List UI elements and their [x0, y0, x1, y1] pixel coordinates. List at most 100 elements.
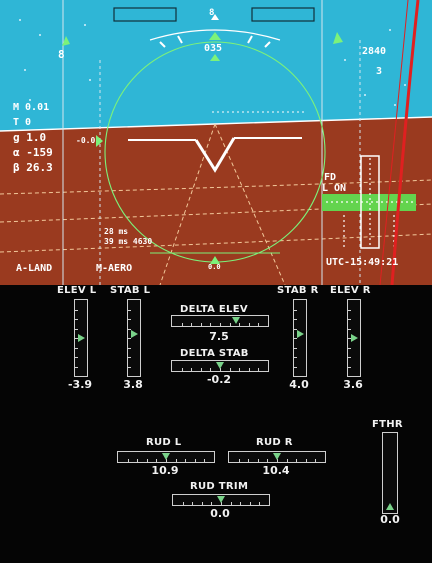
gauge-tick [127, 319, 131, 320]
gauge-tick [74, 367, 78, 368]
fthr-value: 0.0 [380, 513, 400, 526]
altitude-sub: 3 [376, 66, 383, 77]
gauge-tick [210, 368, 211, 372]
gauge-tick [347, 338, 351, 339]
altitude-top: 2840 [362, 46, 387, 57]
gauge-tick [211, 502, 212, 506]
gauge-tick [249, 323, 250, 327]
fd-bar [322, 194, 416, 211]
delta-elev-gauge [171, 315, 269, 327]
gauge-tick [250, 502, 251, 506]
rud-l-gauge [117, 451, 215, 463]
gauge-tick [239, 368, 240, 372]
gauge-tick [182, 323, 183, 327]
gauge-tick [74, 310, 78, 311]
gauge-tick [191, 323, 192, 327]
rud-r-gauge [228, 451, 326, 463]
fthr-gauge [382, 432, 398, 514]
gauge-tick [74, 338, 78, 339]
gauge-tick [258, 323, 259, 327]
gauge-tick [127, 329, 131, 330]
gauge-tick [231, 502, 232, 506]
gauge-tick [267, 459, 268, 463]
top-box-left [113, 7, 177, 22]
gauge-tick [347, 357, 351, 358]
gauge-tick [230, 368, 231, 372]
stab-l-value: 3.8 [123, 378, 143, 391]
gauge-tick [185, 459, 186, 463]
stab-r-label: STAB R [277, 285, 319, 296]
gauge-pointer [162, 453, 170, 460]
gauge-tick [230, 323, 231, 327]
gauge-pointer [216, 362, 224, 369]
rud-r-label: RUD R [256, 437, 293, 448]
gauge-tick [210, 323, 211, 327]
gauge-tick [74, 319, 78, 320]
delta-stab-value: -0.2 [206, 373, 232, 386]
pfd-graphics [0, 0, 432, 285]
elev-r-label: ELEV R [330, 285, 371, 296]
pitch-marker: -0.0 [76, 136, 96, 145]
gauge-tick [127, 357, 131, 358]
gauge-tick [347, 348, 351, 349]
fthr-pointer [386, 503, 394, 510]
elev-r-gauge [347, 299, 361, 377]
mode-right: M-AERO [96, 263, 133, 274]
gauge-tick [239, 459, 240, 463]
gauge-tick [347, 319, 351, 320]
mach-readout: M 0.01 [13, 102, 50, 113]
rud-trim-label: RUD TRIM [190, 481, 249, 492]
gauge-tick [182, 368, 183, 372]
gauge-tick [74, 329, 78, 330]
gauge-tick [74, 348, 78, 349]
gauge-tick [293, 319, 297, 320]
gauge-tick [249, 368, 250, 372]
gauge-tick [259, 502, 260, 506]
gauge-tick [347, 367, 351, 368]
gauge-tick [221, 502, 222, 506]
gauge-tick [240, 502, 241, 506]
elev-r-value: 3.6 [343, 378, 363, 391]
gauge-tick [183, 502, 184, 506]
airspeed-top: 8 [58, 48, 65, 61]
gauge-tick [204, 459, 205, 463]
gauge-tick [201, 323, 202, 327]
gauge-tick [296, 459, 297, 463]
warning-strip [390, 0, 420, 285]
heading-top-mark: 8 [209, 8, 215, 18]
gauge-tick [156, 459, 157, 463]
beta-readout: β 26.3 [13, 161, 53, 174]
gauge-pointer [131, 330, 138, 338]
gauge-tick [128, 459, 129, 463]
stab-l-gauge [127, 299, 141, 377]
ground [0, 117, 432, 285]
gauge-tick [127, 367, 131, 368]
heading-pointer [209, 32, 221, 40]
gauge-tick [74, 357, 78, 358]
gauge-tick [195, 459, 196, 463]
stab-l-label: STAB L [110, 285, 151, 296]
gauge-tick [287, 459, 288, 463]
gauge-tick [347, 329, 351, 330]
gauge-tick [191, 368, 192, 372]
elev-l-gauge [74, 299, 88, 377]
aircraft-symbol [194, 137, 236, 173]
gauge-pointer [78, 334, 85, 342]
gauge-tick [293, 367, 297, 368]
gauge-pointer [297, 330, 304, 338]
gauge-tick [277, 459, 278, 463]
delta-stab-gauge [171, 360, 269, 372]
gauge-tick [248, 459, 249, 463]
flight-mode-readout: T 0 [13, 117, 32, 128]
stab-r-gauge [293, 299, 307, 377]
gauge-tick [166, 459, 167, 463]
utc-clock: UTC-15:49:21 [326, 257, 399, 268]
fthr-label: FTHR [372, 419, 403, 430]
gauge-tick [258, 459, 259, 463]
timer-1: 28 ms [104, 227, 129, 236]
gauge-tick [239, 323, 240, 327]
gauge-tick [258, 368, 259, 372]
stab-r-value: 4.0 [289, 378, 309, 391]
gauge-tick [306, 459, 307, 463]
gauge-tick [127, 310, 131, 311]
